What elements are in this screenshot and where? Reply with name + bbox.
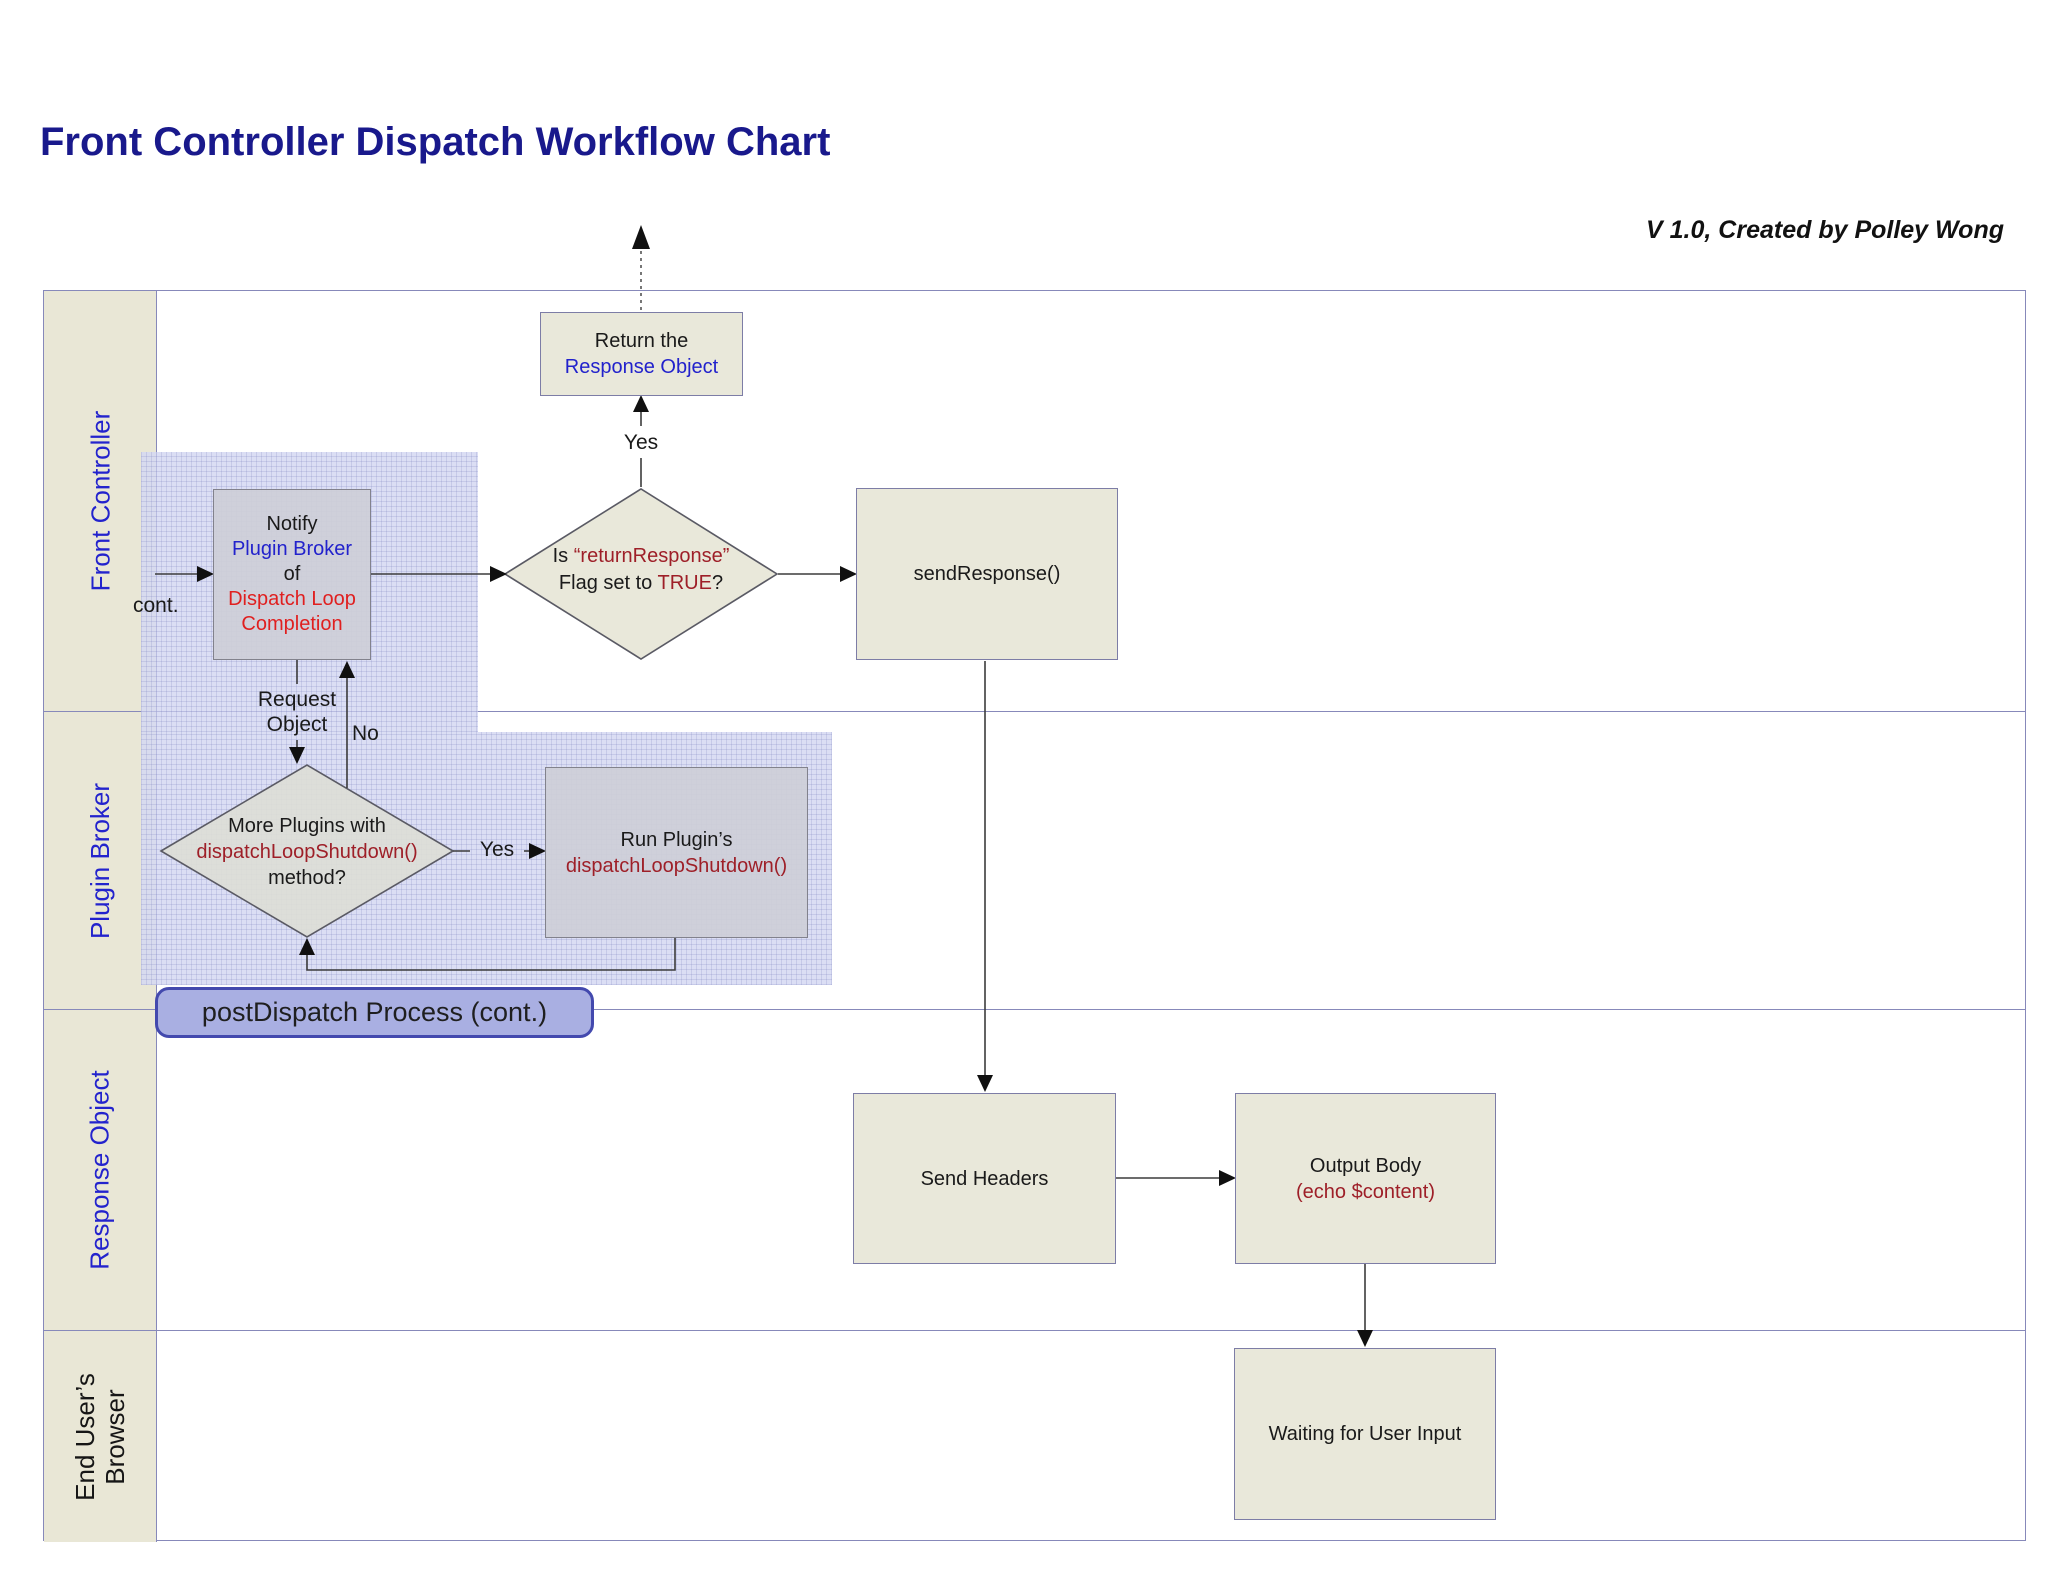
version-note: V 1.0, Created by Polley Wong [1646,216,2004,244]
edge-label-cont: cont. [133,594,179,617]
lane-label-plugin-broker: Plugin Broker [85,782,116,939]
edge-label-yes-to-return: Yes [623,431,659,454]
decision-more-plugins-text: More Plugins with dispatchLoopShutdown()… [172,813,442,891]
notify-line3: of [283,563,301,585]
edge-label-request-line2: Object [266,713,328,736]
lane-front-controller: Front Controller [44,291,2025,712]
postdispatch-process-badge: postDispatch Process (cont.) [155,987,594,1038]
lane-end-users-browser: End User’s Browser [44,1331,2025,1542]
decision2-line1: More Plugins with [228,815,386,837]
waiting-for-user-input-box: Waiting for User Input [1234,1348,1496,1520]
edge-label-request-object: Request Object [227,687,367,737]
decision1-line2-prefix: Flag set to [558,572,658,594]
notify-line1: Notify [266,513,318,535]
notify-line2: Plugin Broker [231,538,353,560]
send-response-box: sendResponse() [856,488,1118,660]
page-title: Front Controller Dispatch Workflow Chart [40,120,831,164]
run-plugin-line2: dispatchLoopShutdown() [565,854,788,877]
lane-header-end-users-browser: End User’s Browser [44,1331,157,1542]
notify-line4: Dispatch Loop [228,588,356,610]
decision1-line2-emph: TRUE [657,572,712,594]
decision2-line3: method? [268,867,346,889]
lane-response-object: Response Object [44,1010,2025,1331]
return-response-box: Return the Response Object [540,312,743,396]
decision2-line2: dispatchLoopShutdown() [196,841,418,863]
lane-header-front-controller: Front Controller [44,291,157,711]
lane-plugin-broker: Plugin Broker [44,712,2025,1010]
decision1-line2-suffix: ? [711,572,724,594]
decision1-prefix: Is [552,545,574,567]
run-plugin-line1: Run Plugin’s [620,828,733,851]
lane-label-front-controller: Front Controller [85,410,115,592]
edge-label-request-line1: Request [257,688,337,711]
postdispatch-process-label: postDispatch Process (cont.) [201,997,548,1027]
send-headers-label: Send Headers [920,1167,1049,1190]
notify-plugin-broker-box: Notify Plugin Broker of Dispatch Loop Co… [213,489,371,660]
lane-label-end-users-browser-line2: Browser [100,1388,130,1485]
return-response-line2: Response Object [564,356,719,378]
notify-line5: Completion [241,613,343,635]
output-body-line2: (echo $content) [1296,1180,1435,1203]
edge-label-yes-to-run: Yes [479,838,515,861]
lane-header-plugin-broker: Plugin Broker [44,712,157,1009]
lane-label-response-object: Response Object [85,1070,116,1270]
output-body-box: Output Body (echo $content) [1235,1093,1496,1264]
decision1-emph: “returnResponse” [573,545,730,567]
decision-return-response-text: Is “returnResponse” Flag set to TRUE? [506,543,776,597]
waiting-label: Waiting for User Input [1268,1423,1462,1445]
send-headers-box: Send Headers [853,1093,1116,1264]
swimlane-table: Front Controller Plugin Broker Response … [43,290,2026,1542]
output-body-line1: Output Body [1309,1154,1422,1177]
run-plugin-box: Run Plugin’s dispatchLoopShutdown() [545,767,808,938]
edge-label-no: No [352,722,379,745]
return-response-line1: Return the [594,330,689,352]
lane-header-response-object: Response Object [44,1010,157,1330]
lane-label-end-users-browser-line1: End User’s [70,1372,100,1501]
send-response-label: sendResponse() [913,563,1061,585]
